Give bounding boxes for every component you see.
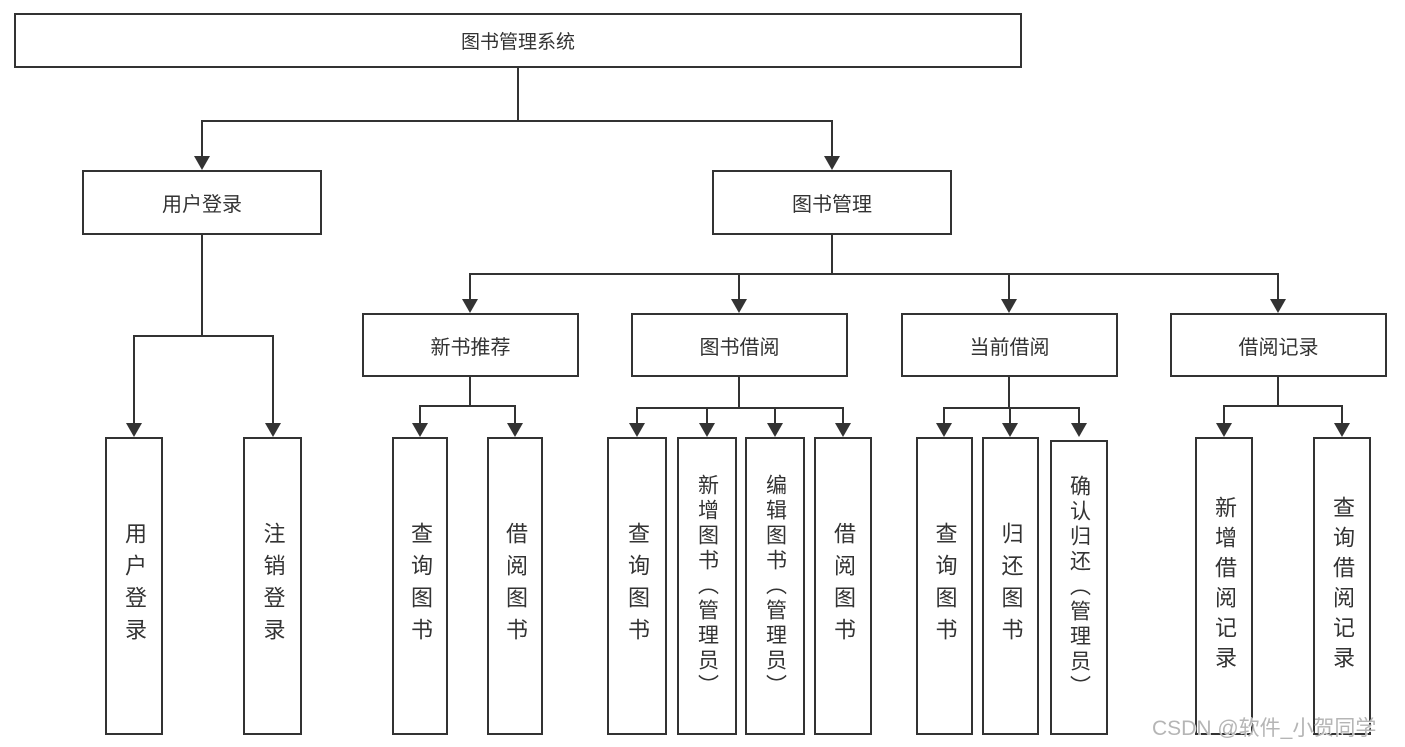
node-book-borrow-label: 图书借阅	[699, 336, 780, 359]
arrow-login-leaf	[126, 423, 142, 437]
connector-stem-new-books	[469, 273, 471, 300]
connector-stem-book-borrow	[738, 273, 740, 300]
connector-stem-borrow-records	[1277, 273, 1279, 300]
connector-stem-logout-leaf	[272, 335, 274, 423]
connector-user-login-branch	[133, 335, 274, 337]
leaf-borrow-books-a: 借阅图书	[487, 437, 543, 735]
leaf-query-books-a: 查询图书	[392, 437, 448, 735]
node-user-login: 用户登录	[82, 170, 322, 235]
leaf-edit-books-admin: 编辑图书（管理员）	[745, 437, 805, 735]
connector-stem-b1	[636, 407, 638, 424]
connector-stem-c1	[943, 407, 945, 424]
arrow-logout-leaf	[265, 423, 281, 437]
arrow-a1	[412, 423, 428, 437]
node-root: 图书管理系统	[14, 13, 1022, 68]
connector-stem-c3	[1078, 407, 1080, 424]
node-borrow-records: 借阅记录	[1170, 313, 1387, 377]
arrow-d1	[1216, 423, 1232, 437]
connector-book-mgmt-trunk	[831, 235, 833, 274]
arrow-new-books	[462, 299, 478, 313]
leaf-logout-label: 注销登录	[260, 522, 286, 650]
connector-stem-current-borrow	[1008, 273, 1010, 300]
connector-stem-login-leaf	[133, 335, 135, 423]
node-book-mgmt-label: 图书管理	[792, 194, 872, 216]
arrow-a2	[507, 423, 523, 437]
connector-borrow-records-trunk	[1277, 377, 1279, 406]
connector-current-borrow-trunk	[1008, 377, 1010, 408]
leaf-add-borrow-record-label: 新增借阅记录	[1212, 496, 1237, 676]
arrow-b4	[835, 423, 851, 437]
connector-user-login-trunk	[201, 235, 203, 336]
connector-stem-book-mgmt	[831, 120, 833, 158]
arrow-b3	[767, 423, 783, 437]
node-new-books: 新书推荐	[362, 313, 579, 377]
node-borrow-records-label: 借阅记录	[1238, 336, 1319, 359]
leaf-borrow-books-b: 借阅图书	[814, 437, 872, 735]
leaf-user-login: 用户登录	[105, 437, 163, 735]
connector-level1-branch	[201, 120, 833, 122]
arrow-borrow-records	[1270, 299, 1286, 313]
leaf-query-borrow-record-label: 查询借阅记录	[1330, 496, 1355, 676]
connector-stem-b4	[842, 407, 844, 424]
leaf-return-books-label: 归还图书	[998, 522, 1024, 650]
leaf-query-borrow-record: 查询借阅记录	[1313, 437, 1371, 735]
connector-new-books-branch	[419, 405, 516, 407]
connector-book-borrow-trunk	[738, 377, 740, 408]
connector-stem-d1	[1223, 405, 1225, 424]
connector-root-trunk	[517, 68, 519, 121]
arrow-b2	[699, 423, 715, 437]
connector-borrow-records-branch	[1223, 405, 1343, 407]
connector-stem-user-login	[201, 120, 203, 158]
leaf-user-login-label: 用户登录	[122, 522, 147, 650]
connector-new-books-trunk	[469, 377, 471, 406]
node-user-login-label: 用户登录	[162, 194, 242, 216]
connector-stem-a2	[514, 405, 516, 424]
node-current-borrow: 当前借阅	[901, 313, 1118, 377]
node-current-borrow-label: 当前借阅	[969, 336, 1050, 359]
leaf-add-books-admin-label: 新增图书（管理员）	[695, 473, 719, 699]
leaf-query-books-c: 查询图书	[916, 437, 973, 735]
arrow-c2	[1002, 423, 1018, 437]
arrow-d2	[1334, 423, 1350, 437]
leaf-query-books-b: 查询图书	[607, 437, 667, 735]
connector-level2-branch	[469, 273, 1279, 275]
connector-book-borrow-branch	[636, 407, 844, 409]
connector-stem-b2	[706, 407, 708, 424]
arrow-book-borrow	[731, 299, 747, 313]
arrow-b1	[629, 423, 645, 437]
connector-current-borrow-branch	[943, 407, 1080, 409]
leaf-return-books: 归还图书	[982, 437, 1039, 735]
connector-stem-d2	[1341, 405, 1343, 424]
connector-stem-b3	[774, 407, 776, 424]
node-root-label: 图书管理系统	[460, 32, 575, 53]
arrow-c3	[1071, 423, 1087, 437]
leaf-edit-books-admin-label: 编辑图书（管理员）	[763, 473, 787, 699]
connector-stem-c2	[1009, 407, 1011, 424]
connector-stem-a1	[419, 405, 421, 424]
csdn-watermark: CSDN @软件_小贺同学	[1152, 717, 1377, 740]
leaf-borrow-books-a-label: 借阅图书	[503, 522, 528, 650]
arrow-c1	[936, 423, 952, 437]
leaf-borrow-books-b-label: 借阅图书	[831, 522, 856, 650]
node-book-borrow: 图书借阅	[631, 313, 848, 377]
leaf-query-books-c-label: 查询图书	[932, 522, 958, 650]
leaf-confirm-return-admin: 确认归还（管理员）	[1050, 440, 1108, 735]
arrow-user-login	[194, 156, 210, 170]
leaf-add-books-admin: 新增图书（管理员）	[677, 437, 737, 735]
leaf-add-borrow-record: 新增借阅记录	[1195, 437, 1253, 735]
leaf-logout: 注销登录	[243, 437, 302, 735]
node-new-books-label: 新书推荐	[430, 336, 511, 359]
arrow-book-mgmt	[824, 156, 840, 170]
leaf-confirm-return-admin-label: 确认归还（管理员）	[1067, 475, 1091, 700]
arrow-current-borrow	[1001, 299, 1017, 313]
node-book-mgmt: 图书管理	[712, 170, 952, 235]
leaf-query-books-a-label: 查询图书	[408, 522, 433, 650]
leaf-query-books-b-label: 查询图书	[625, 522, 650, 650]
